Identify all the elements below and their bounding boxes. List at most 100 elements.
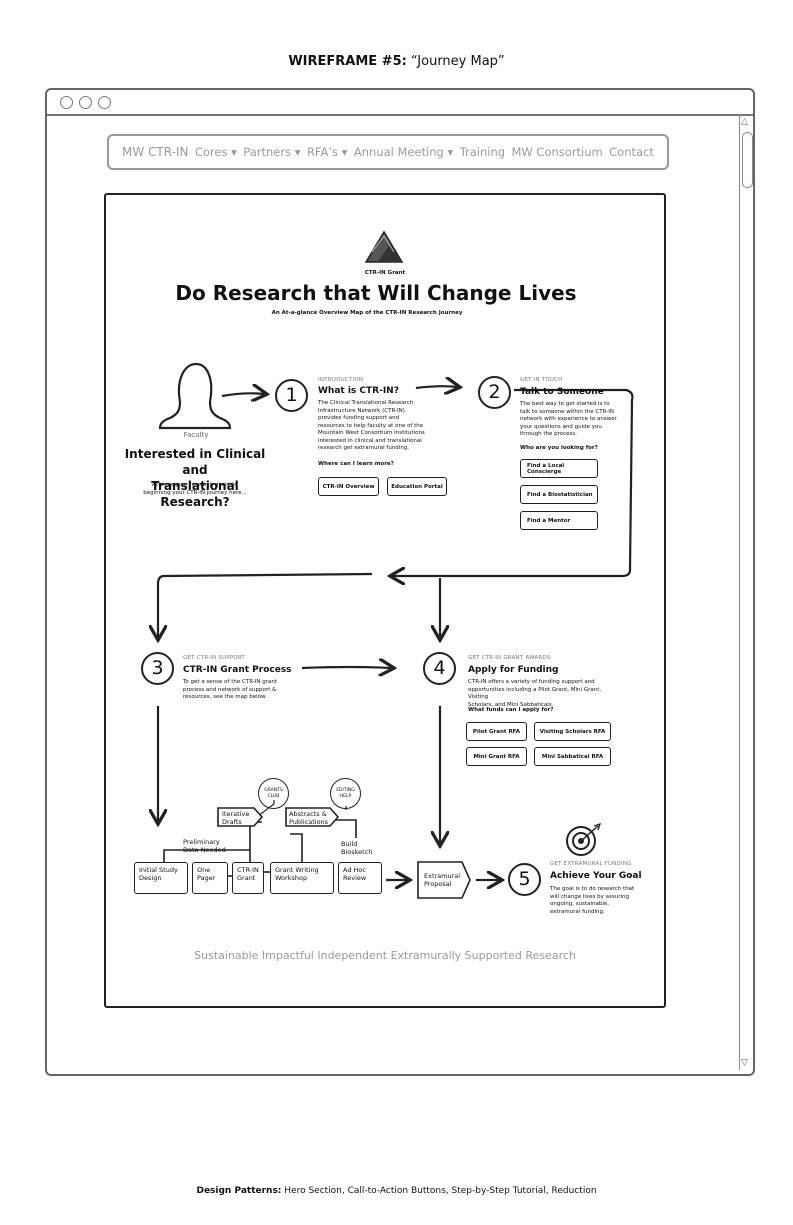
wireframe-title: WIREFRAME #5: “Journey Map” bbox=[0, 54, 793, 69]
faculty-heading-line2: Translational Research? bbox=[151, 479, 239, 509]
education-portal-button[interactable]: Education Portal bbox=[387, 477, 447, 496]
nav-item-rfas[interactable]: RFA’s ▾ bbox=[306, 145, 348, 159]
step2-body-line: your questions and guide you bbox=[520, 423, 602, 430]
connector-left-branch bbox=[158, 572, 373, 638]
scroll-thumb[interactable] bbox=[742, 132, 753, 188]
editing-help-bubble: EDITING HELP bbox=[330, 778, 361, 809]
wireframe-title-prefix: WIREFRAME #5: bbox=[288, 54, 407, 69]
ctr-in-grant-box: CTR-IN Grant bbox=[232, 862, 264, 894]
step3-body-line: resources, see the map below. bbox=[183, 694, 267, 700]
step2-question: Who are you looking for? bbox=[520, 445, 598, 451]
step1-body-line: provides funding support and bbox=[318, 415, 400, 421]
nav-brand[interactable]: MW CTR-IN bbox=[122, 145, 189, 159]
step4-eyebrow: GET CTR-IN GRANT AWARDS bbox=[468, 655, 551, 661]
arrow-faculty-to-step1 bbox=[221, 393, 265, 396]
grants-club-label: GRANTS CLUB bbox=[264, 787, 283, 799]
hero-title: Do Research that Will Change Lives bbox=[175, 281, 577, 305]
one-pager-box: One Pager bbox=[192, 862, 228, 894]
window-minimize-icon[interactable] bbox=[79, 96, 92, 109]
step2-body-line: network with experience to answer bbox=[520, 416, 617, 422]
step4-body-line: CTR-IN offers a variety of funding suppo… bbox=[468, 679, 595, 685]
step1-body-line: The Clinical Translational Research bbox=[318, 400, 414, 406]
step5-title: Achieve Your Goal bbox=[550, 871, 642, 881]
pilot-grant-rfa-button[interactable]: Pilot Grant RFA bbox=[466, 722, 527, 741]
faculty-text: Achieve your research goals by beginning… bbox=[130, 482, 260, 497]
step5-eyebrow: GET EXTRAMURAL FUNDING bbox=[550, 861, 632, 867]
find-local-conscierge-button[interactable]: Find a Local Conscierge bbox=[520, 459, 598, 478]
scroll-down-icon[interactable]: ▽ bbox=[741, 1058, 748, 1068]
step3-body-line: To get a sense of the CTR-IN grant bbox=[183, 679, 278, 685]
step2-number: 2 bbox=[478, 376, 511, 409]
step5-body-line: ongoing, sustainable, bbox=[550, 901, 609, 907]
mini-grant-rfa-button[interactable]: Mini Grant RFA bbox=[466, 747, 527, 766]
step2-body: The best way to get started is to talk t… bbox=[520, 401, 630, 439]
step5-body-line: extramural funding. bbox=[550, 908, 605, 915]
grant-writing-workshop-box: Grant Writing Workshop bbox=[270, 862, 334, 894]
step1-question: Where can I learn more? bbox=[318, 461, 394, 467]
window-maximize-icon[interactable] bbox=[98, 96, 111, 109]
step5-body-line: The goal is to do research that bbox=[550, 886, 635, 892]
mountain-logo-icon bbox=[364, 230, 404, 263]
nav-item-partners[interactable]: Partners ▾ bbox=[243, 145, 301, 159]
step2-eyebrow: GET IN TOUCH bbox=[520, 377, 563, 383]
step1-eyebrow: INTRODUCTION bbox=[318, 377, 364, 383]
nav-item-cores[interactable]: Cores ▾ bbox=[194, 145, 237, 159]
step3-body: To get a sense of the CTR-IN grant proce… bbox=[183, 679, 293, 702]
step2-body-line: talk to someone within the CTR-IN bbox=[520, 408, 614, 415]
step3-body-line: process and network of support & bbox=[183, 686, 277, 693]
journey-map-frame bbox=[104, 193, 666, 1008]
faculty-text-line1: Achieve your research goals by bbox=[151, 482, 239, 488]
build-biosketch-label: Build Biosketch bbox=[341, 840, 373, 856]
browser-window: △ ▽ MW CTR-IN Cores ▾ Partners ▾ RFA’s ▾… bbox=[45, 88, 755, 1076]
preliminary-data-label: Preliminary Data Needed bbox=[183, 838, 226, 854]
faculty-caption: Faculty bbox=[183, 431, 209, 439]
arrow-step3-to-step4 bbox=[301, 667, 392, 668]
step4-body-line: opportunities including a Pilot Grant, M… bbox=[468, 686, 602, 701]
window-titlebar bbox=[47, 90, 753, 116]
step4-body-line: Scholars, and Mini Sabbaticals. bbox=[468, 701, 554, 708]
step2-body-line: The best way to get started is to bbox=[520, 401, 610, 407]
design-patterns-note: Design Patterns: Hero Section, Call-to-A… bbox=[0, 1186, 793, 1196]
step3-number: 3 bbox=[141, 652, 174, 685]
nav-item-training[interactable]: Training bbox=[459, 145, 506, 159]
editing-help-label: EDITING HELP bbox=[336, 787, 355, 799]
step1-body-line: Mountain West Consortium Institutions bbox=[318, 430, 425, 436]
tagline: Sustainable Impactful Independent Extram… bbox=[194, 949, 576, 962]
main-nav: MW CTR-IN Cores ▾ Partners ▾ RFA’s ▾ Ann… bbox=[107, 134, 669, 170]
faculty-heading: Interested in Clinical and Translational… bbox=[118, 446, 272, 510]
scroll-up-icon[interactable]: △ bbox=[741, 117, 748, 127]
abstracts-publications-flag: Abstracts & Publications bbox=[289, 810, 329, 826]
step1-body-line: resources to help faculty at one of the bbox=[318, 422, 424, 429]
faculty-heading-line1: Interested in Clinical and bbox=[124, 447, 266, 477]
ctr-in-overview-button[interactable]: CTR-IN Overview bbox=[318, 477, 379, 496]
hero-subtitle: An At-a-glance Overview Map of the CTR-I… bbox=[271, 310, 463, 316]
step3-title: CTR-IN Grant Process bbox=[183, 665, 292, 675]
nav-item-annual-meeting[interactable]: Annual Meeting ▾ bbox=[353, 145, 454, 159]
find-biostatistician-button[interactable]: Find a Biostatistician bbox=[520, 485, 598, 504]
nav-item-mw-consortium[interactable]: MW Consortium bbox=[511, 145, 603, 159]
hero-eyebrow: CTR-IN Grant bbox=[364, 270, 406, 276]
target-icon bbox=[566, 822, 602, 856]
mini-sabbatical-rfa-button[interactable]: Mini Sabbatical RFA bbox=[534, 747, 611, 766]
vertical-scrollbar[interactable]: △ ▽ bbox=[739, 114, 754, 1070]
step5-body-line: will change lives by assuring bbox=[550, 893, 629, 900]
find-mentor-button[interactable]: Find a Mentor bbox=[520, 511, 598, 530]
step1-body-line: interested in clinical and translational bbox=[318, 437, 422, 444]
ad-hoc-review-box: Ad Hoc Review bbox=[338, 862, 382, 894]
design-patterns-label: Design Patterns: bbox=[196, 1186, 282, 1196]
step4-question: What funds can I apply for? bbox=[468, 707, 554, 713]
step1-body: The Clinical Translational Research Infr… bbox=[318, 400, 428, 453]
visiting-scholars-rfa-button[interactable]: Visiting Scholars RFA bbox=[534, 722, 611, 741]
step4-number: 4 bbox=[423, 652, 456, 685]
faculty-text-line2: beginning your CTR-IN journey here... bbox=[143, 489, 247, 496]
step5-body: The goal is to do research that will cha… bbox=[550, 886, 650, 916]
grants-club-bubble: GRANTS CLUB bbox=[258, 778, 289, 809]
faculty-avatar-icon bbox=[158, 362, 232, 430]
initial-study-design-box: Initial Study Design bbox=[134, 862, 188, 894]
arrow-step1-to-step2 bbox=[415, 386, 458, 388]
nav-item-contact[interactable]: Contact bbox=[609, 145, 654, 159]
step1-number: 1 bbox=[275, 379, 308, 412]
window-close-icon[interactable] bbox=[60, 96, 73, 109]
step2-body-line: through the process. bbox=[520, 431, 578, 437]
